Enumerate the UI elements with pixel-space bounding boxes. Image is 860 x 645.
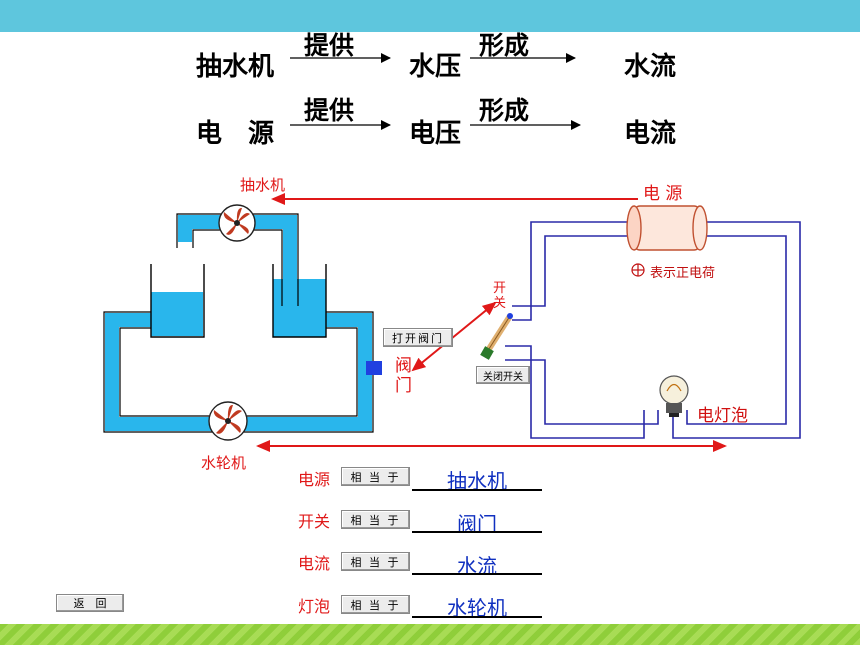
equivalent-button[interactable]: 相 当 于	[341, 510, 410, 529]
turbine-label: 水轮机	[201, 454, 247, 472]
water-circuit	[103, 204, 382, 441]
valve-label-top: 阀	[395, 356, 412, 376]
row2-verb2: 形成	[479, 96, 530, 125]
battery-icon	[626, 205, 708, 251]
legend-label: 表示正电荷	[650, 266, 716, 281]
switch-icon	[480, 313, 513, 360]
close-switch-button[interactable]: 关闭开关	[476, 366, 530, 384]
equivalent-button[interactable]: 相 当 于	[341, 467, 410, 486]
bulb-icon	[659, 375, 689, 417]
open-valve-button[interactable]: 打开阀门	[383, 328, 453, 347]
switch-label-top: 开	[493, 281, 507, 296]
equivalent-button[interactable]: 相 当 于	[341, 595, 410, 614]
equiv-term: 开关	[298, 512, 331, 531]
positive-charge-icon	[631, 263, 645, 277]
row1-verb1: 提供	[304, 31, 355, 60]
equivalent-button[interactable]: 相 当 于	[341, 552, 410, 571]
answer-underline	[412, 531, 542, 533]
row1-result: 水流	[624, 52, 677, 82]
back-button[interactable]: 返 回	[56, 594, 124, 612]
header-bar	[0, 0, 860, 32]
arrow-valve-switch	[411, 301, 497, 372]
electric-circuit	[505, 221, 801, 439]
equiv-term: 电流	[298, 554, 331, 573]
row1-verb2: 形成	[479, 31, 530, 60]
answer-underline	[412, 489, 542, 491]
answer-underline	[412, 573, 542, 575]
row2-source: 电 源	[196, 119, 275, 149]
valve-label-bottom: 门	[395, 376, 412, 396]
row2-middle: 电压	[409, 119, 462, 149]
row1-middle: 水压	[409, 52, 462, 82]
equiv-term: 电源	[298, 470, 331, 489]
row2-verb1: 提供	[304, 96, 355, 125]
footer-bar	[0, 624, 860, 645]
valve-block	[366, 361, 382, 375]
pump-label: 抽水机	[240, 176, 286, 194]
row2-result: 电流	[624, 119, 677, 149]
power-label: 电 源	[643, 184, 683, 204]
equiv-term: 灯泡	[298, 597, 331, 616]
row1-source: 抽水机	[196, 52, 275, 82]
answer-underline	[412, 616, 542, 618]
bulb-label: 电灯泡	[697, 406, 748, 426]
switch-label-bottom: 关	[493, 296, 507, 311]
